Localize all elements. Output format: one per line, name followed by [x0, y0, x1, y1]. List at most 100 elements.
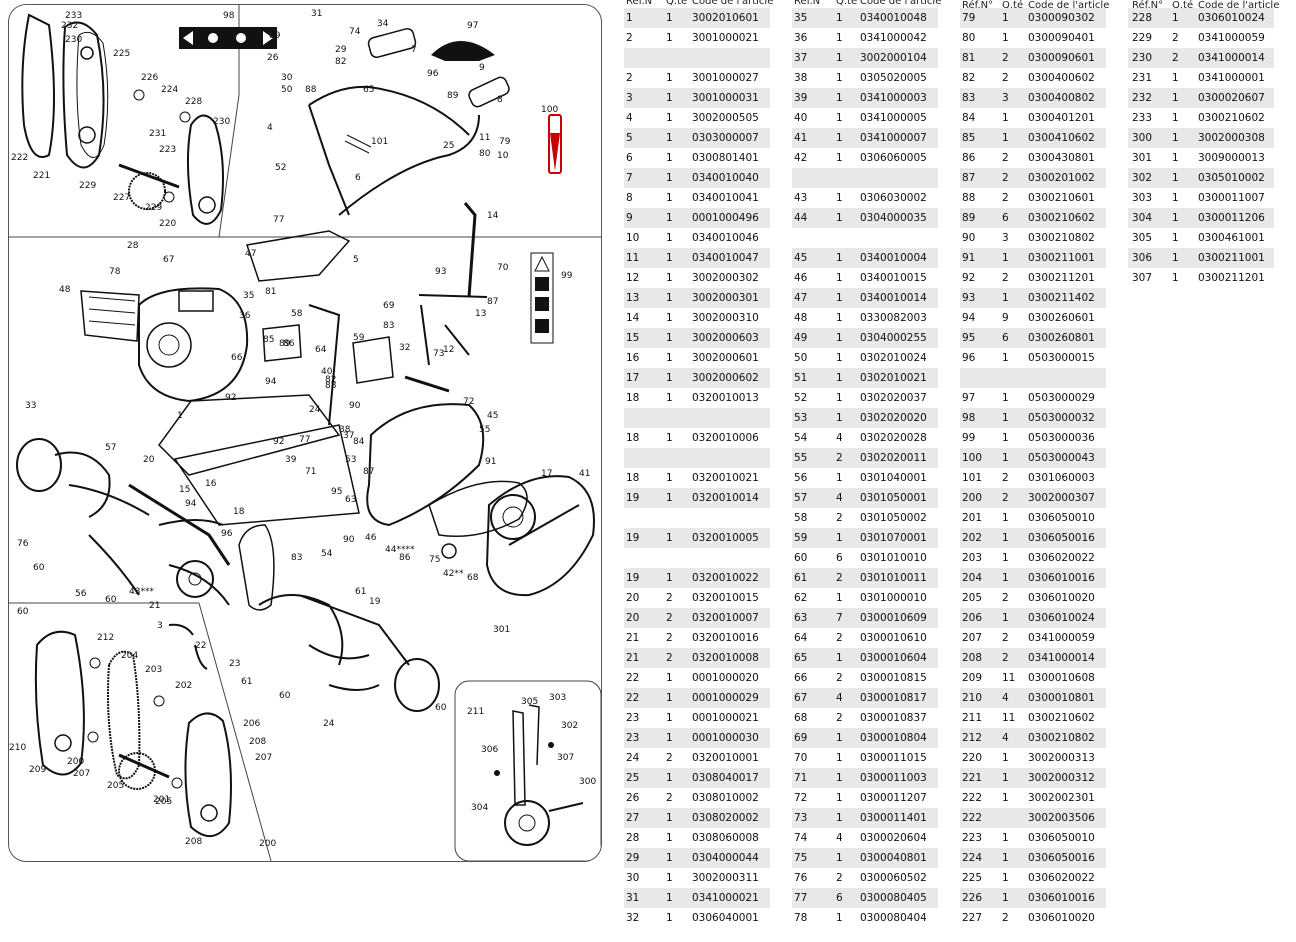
ref-cell: 48: [794, 312, 808, 324]
code-cell: 0320010015: [692, 592, 759, 604]
qty-cell: 1: [666, 12, 673, 24]
ref-cell: 228: [1132, 12, 1153, 24]
qty-cell: 1: [836, 132, 843, 144]
callout-label: 96: [221, 529, 233, 539]
ref-cell: 21: [626, 632, 640, 644]
qty-cell: 1: [836, 332, 843, 344]
ref-cell: 229: [1132, 32, 1153, 44]
code-cell: 0320010022: [692, 572, 759, 584]
ref-cell: 23: [626, 712, 640, 724]
callout-label: 12: [443, 345, 455, 355]
ref-cell: 86: [962, 152, 976, 164]
callout-label: 93: [435, 267, 447, 277]
ref-cell: 59: [794, 532, 808, 544]
qty-cell: 1: [1002, 752, 1009, 764]
ref-cell: 37: [794, 52, 808, 64]
qty-cell: 1: [666, 92, 673, 104]
callout-label: 220: [159, 219, 177, 229]
ref-cell: 231: [1132, 72, 1153, 84]
code-cell: 0308060008: [692, 832, 759, 844]
callout-label: 74: [349, 27, 361, 37]
ref-header: Réf.N°: [794, 0, 826, 7]
table-row: [792, 228, 938, 248]
qty-cell: 2: [666, 612, 673, 624]
qty-cell: 1: [666, 172, 673, 184]
callout-label: 9: [479, 63, 485, 73]
callout-label: 82: [335, 57, 347, 67]
qty-cell: 1: [1002, 252, 1009, 264]
callout-label: 228: [185, 97, 203, 107]
ref-cell: 30: [626, 872, 640, 884]
callout-label: 22: [195, 641, 207, 651]
code-cell: 0300210602: [1198, 112, 1265, 124]
qty-cell: 2: [1002, 492, 1009, 504]
ref-cell: 301: [1132, 152, 1153, 164]
ref-cell: 5: [626, 132, 633, 144]
qty-cell: 1: [666, 872, 673, 884]
callout-label: 304: [471, 803, 489, 813]
ref-cell: 7: [626, 172, 633, 184]
callout-label: 229: [79, 181, 97, 191]
ref-cell: 203: [962, 552, 983, 564]
callout-label: 31: [311, 9, 323, 19]
ref-cell: 88: [962, 192, 976, 204]
ref-cell: 78: [794, 912, 808, 924]
code-cell: 3002000307: [1028, 492, 1095, 504]
ref-cell: 19: [626, 532, 640, 544]
callout-label: 88: [325, 381, 337, 391]
qty-cell: 4: [1002, 692, 1009, 704]
callout-label: 99: [561, 271, 573, 281]
qty-cell: 1: [836, 592, 843, 604]
code-cell: 3001000027: [692, 72, 759, 84]
ref-cell: 75: [794, 852, 808, 864]
ref-cell: 94: [962, 312, 976, 324]
qty-cell: 1: [1172, 112, 1179, 124]
qty-cell: 7: [836, 612, 843, 624]
qty-cell: 2: [1172, 52, 1179, 64]
qty-cell: 2: [666, 632, 673, 644]
qty-cell: 2: [666, 652, 673, 664]
qty-cell: 1: [836, 372, 843, 384]
callout-label: 39: [285, 455, 297, 465]
code-cell: 0301010011: [860, 572, 927, 584]
code-cell: 3002000301: [692, 292, 759, 304]
code-cell: 0306010016: [1028, 892, 1095, 904]
ref-cell: 226: [962, 892, 983, 904]
code-cell: 0300010609: [860, 612, 927, 624]
qty-cell: 2: [1002, 52, 1009, 64]
qty-cell: 1: [1172, 172, 1179, 184]
ref-cell: 87: [962, 172, 976, 184]
callout-label: 17: [541, 469, 553, 479]
qty-cell: 2: [1002, 592, 1009, 604]
ref-cell: 50: [794, 352, 808, 364]
qty-cell: 2: [1002, 472, 1009, 484]
callout-label: 23: [229, 659, 241, 669]
code-cell: 0306050010: [1028, 512, 1095, 524]
ref-cell: 56: [794, 472, 808, 484]
callout-label: 20: [143, 455, 155, 465]
ref-cell: 66: [794, 672, 808, 684]
callout-label: 208: [185, 837, 203, 847]
